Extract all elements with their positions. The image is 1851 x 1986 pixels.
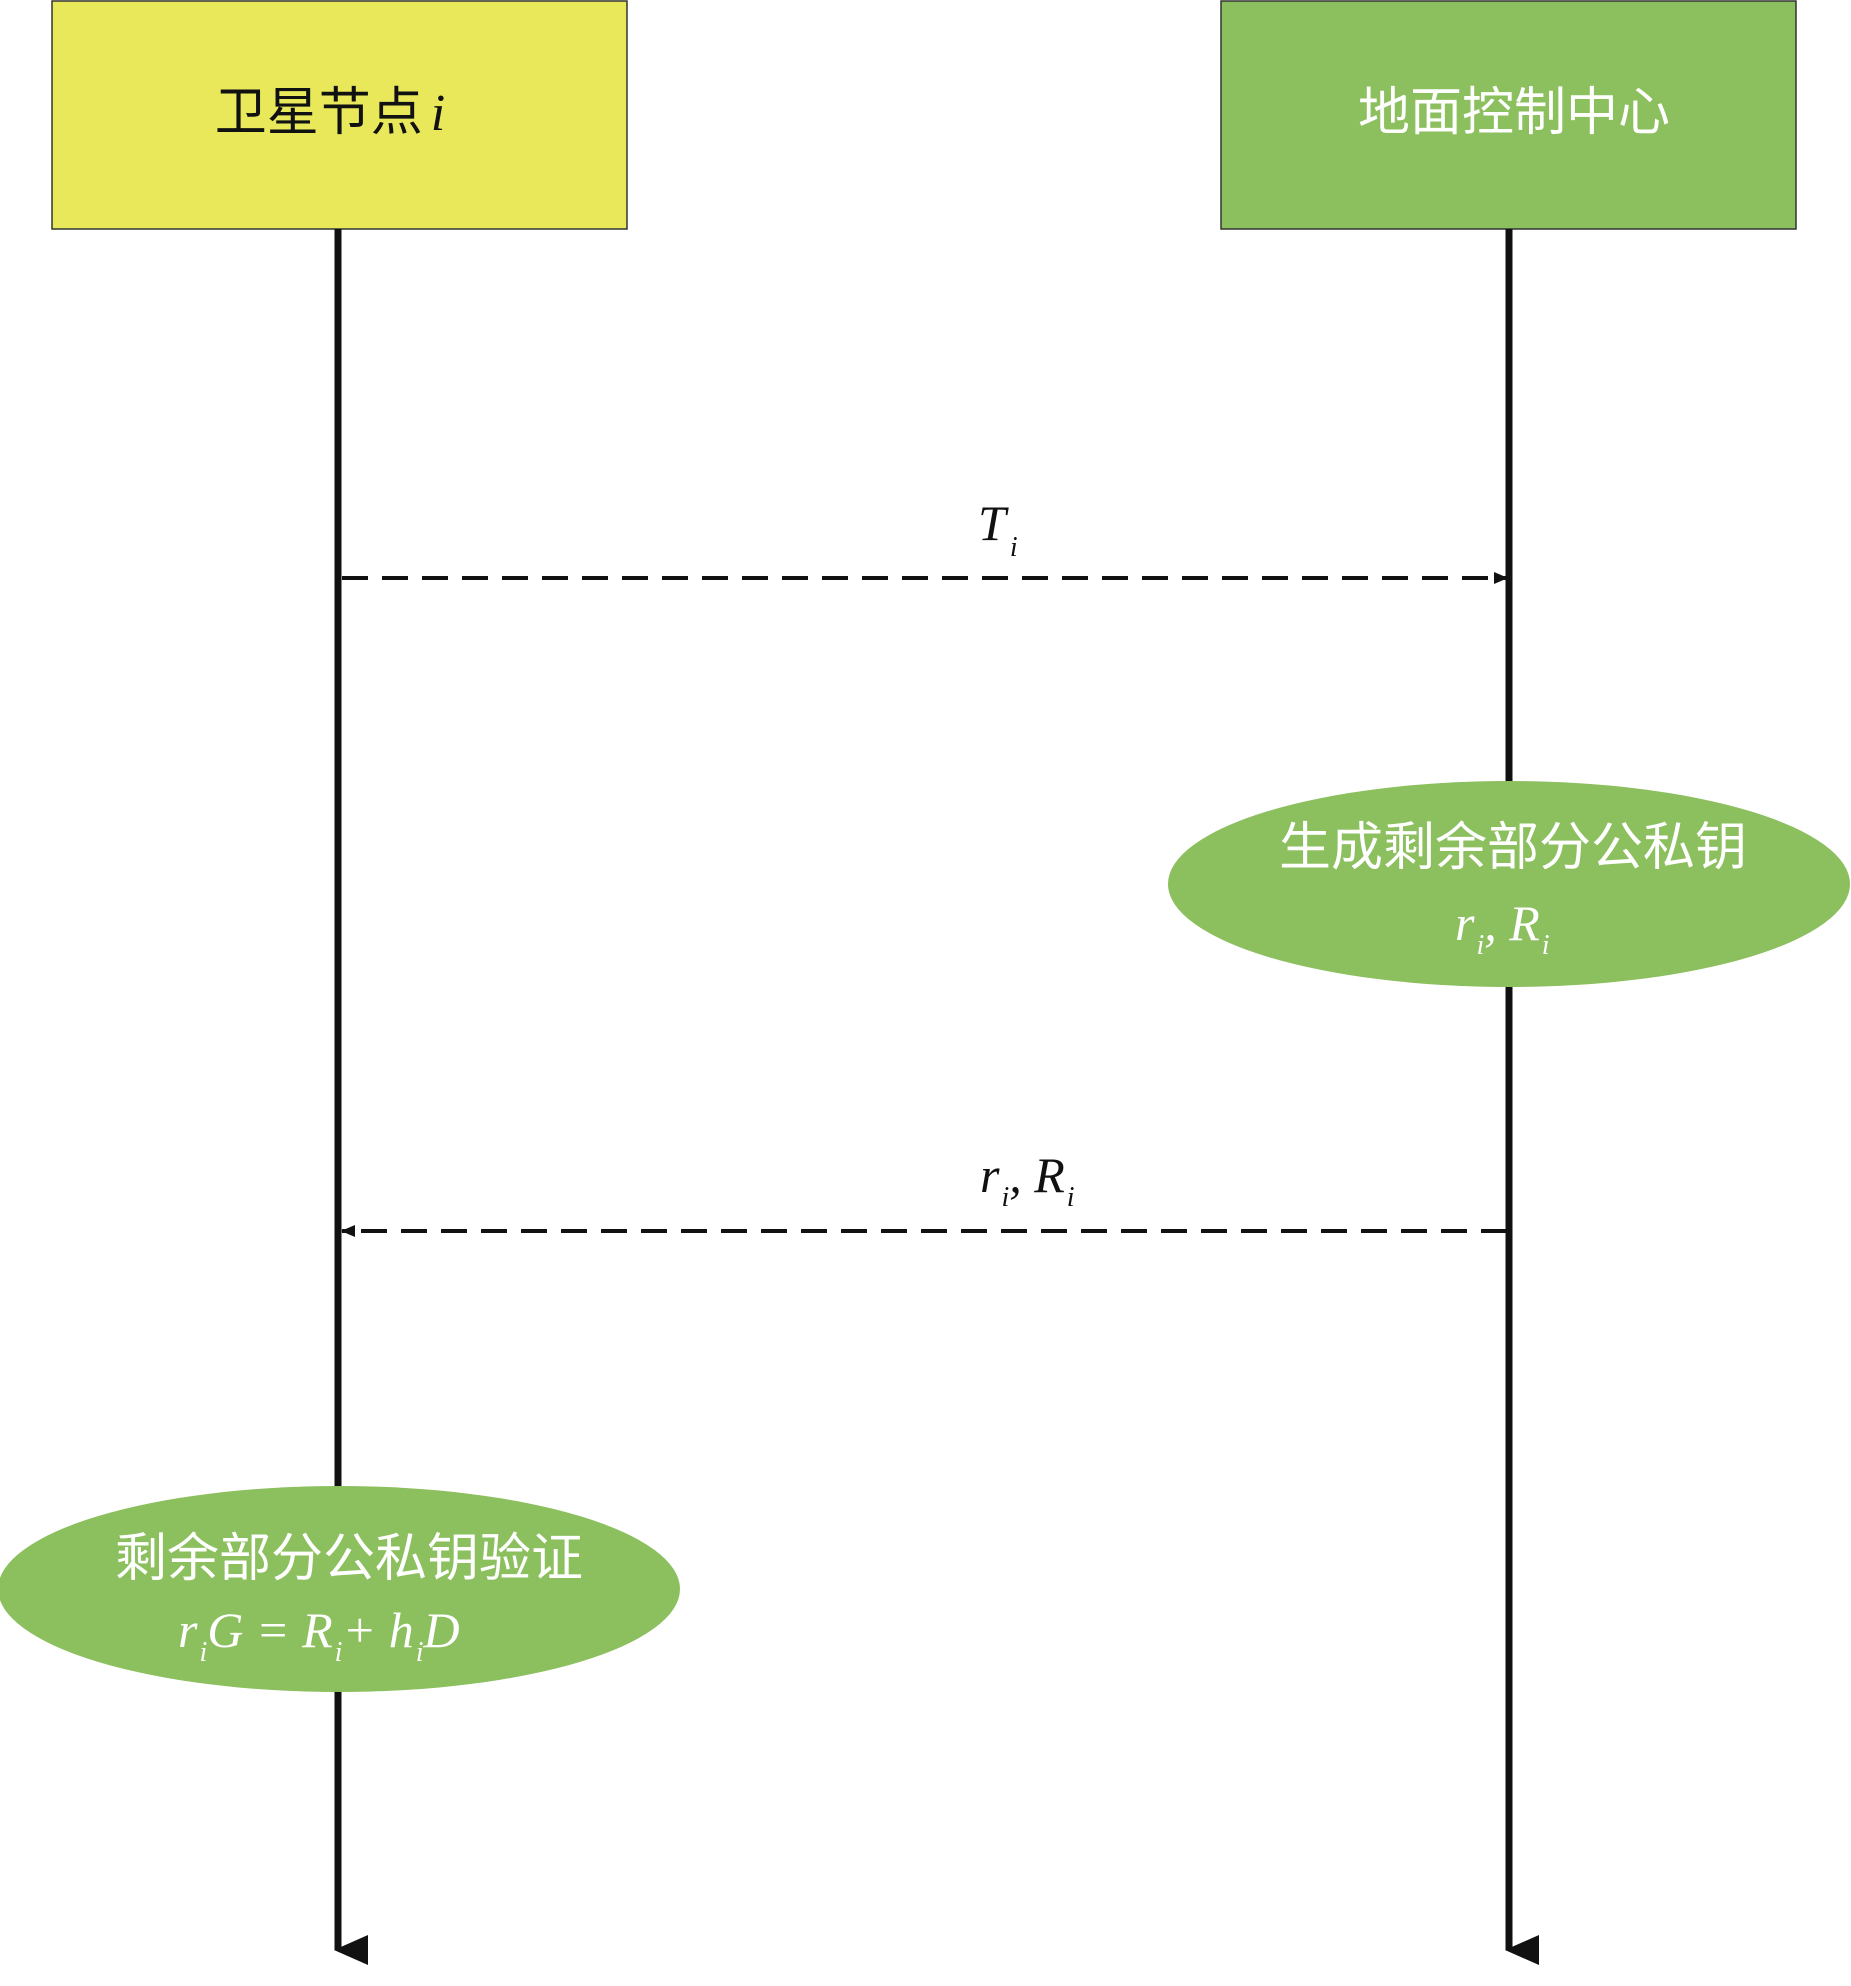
ground-process-title: 生成剩余部分公私钥	[1279, 818, 1747, 878]
ground-control-center-box	[1220, 0, 1797, 230]
satellite-process-ellipse	[0, 1486, 680, 1692]
ground-process-ellipse	[1168, 781, 1850, 987]
satellite-process-title: 剩余部分公私钥验证	[115, 1529, 583, 1589]
satellite-process-formula: riG = Ri+ hiD	[178, 1602, 460, 1668]
satellite-node-box	[51, 0, 628, 230]
ground-control-center-label: 地面控制中心	[1358, 83, 1670, 143]
message-label-ri-Ri: ri, Ri	[980, 1147, 1075, 1213]
ground-process-formula: ri, Ri	[1455, 895, 1550, 961]
